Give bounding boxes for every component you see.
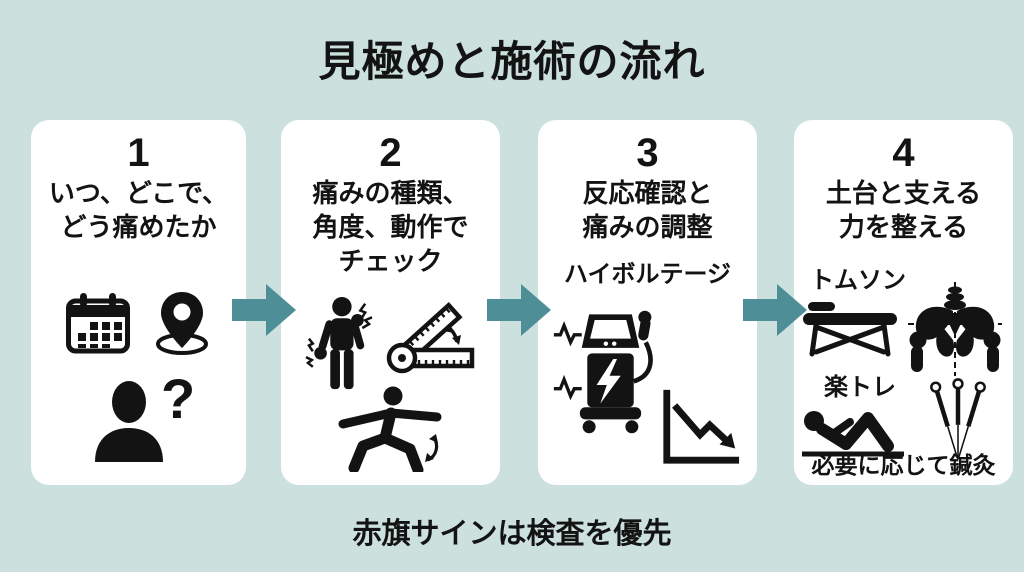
pain-person-icon — [304, 296, 372, 390]
step-text-line: 土台と支える — [825, 178, 982, 208]
pelvis-icon — [908, 282, 1002, 376]
icon-row — [800, 396, 906, 458]
declining-graph-icon — [663, 389, 740, 464]
step-text-line: 反応確認と — [582, 178, 713, 208]
acupuncture-label: 必要に応じて鍼灸 — [811, 452, 996, 478]
person-question-icon: ? — [94, 372, 195, 462]
goniometer-icon — [386, 302, 474, 374]
step-text-line: 角度、動作で — [312, 212, 469, 242]
icon-row — [802, 300, 898, 358]
step-text-line: 痛みの調整 — [582, 212, 713, 242]
icon-row — [281, 296, 500, 393]
treatment-table-icon — [803, 302, 897, 357]
step-number: 2 — [379, 131, 402, 175]
icon-row — [552, 306, 656, 438]
page-title: 見極めと施術の流れ — [318, 38, 706, 85]
footer-note: 赤旗サインは検査を優先 — [352, 518, 672, 550]
location-pin-icon — [155, 292, 208, 355]
step-card-4: 4 土台と支える 力を整える トムソン — [794, 120, 1013, 485]
flow-arrow-icon — [487, 281, 551, 339]
question-glyph: ? — [161, 372, 195, 430]
icon-row: ? — [31, 372, 246, 462]
needles-icon — [930, 378, 986, 459]
step-card-1: 1 いつ、どこで、 どう痛めたか — [31, 120, 246, 485]
icon-row — [656, 384, 744, 468]
step-text-line: 痛みの種類、 — [312, 178, 469, 208]
electrotherapy-machine-icon — [553, 310, 653, 434]
icon-row — [916, 376, 1000, 462]
rakutore-label: 楽トレ — [824, 374, 896, 401]
step-text-line: 力を整える — [838, 212, 969, 242]
method-label: ハイボルテージ — [563, 261, 732, 288]
step-text-line: チェック — [338, 246, 443, 276]
step-card-2: 2 痛みの種類、 角度、動作で チェック — [281, 120, 500, 485]
flow-arrow-icon — [743, 281, 807, 339]
icon-row — [31, 290, 246, 356]
icon-row — [906, 280, 1004, 378]
stretch-person-icon — [338, 386, 441, 472]
icon-row — [281, 386, 500, 472]
step-number: 3 — [636, 131, 659, 175]
thomson-label: トムソン — [810, 267, 906, 294]
step-card-3: 3 反応確認と 痛みの調整 ハイボルテージ — [538, 120, 757, 485]
flow-arrow-icon — [232, 281, 296, 339]
step-number: 1 — [127, 131, 150, 175]
step-text-line: どう痛めたか — [60, 212, 217, 242]
step-number: 4 — [892, 131, 915, 175]
calendar-icon — [65, 293, 130, 354]
step-text-line: いつ、どこで、 — [48, 178, 229, 208]
situp-person-icon — [802, 411, 904, 457]
